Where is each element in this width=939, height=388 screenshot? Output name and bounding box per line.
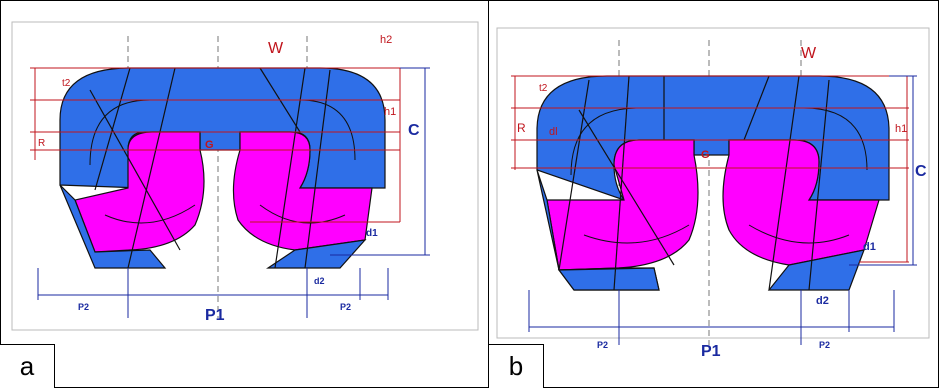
label-P1: P1 bbox=[205, 307, 225, 324]
panel-letter-a: a bbox=[0, 344, 55, 388]
leg-left bbox=[59, 184, 167, 269]
label-G: G bbox=[205, 139, 214, 151]
label-t2: t2 bbox=[539, 83, 548, 94]
label-P2-left: P2 bbox=[597, 340, 608, 350]
panel-b-diagram: W t2 h1 C R dl G d1 d2 P1 P2 P2 bbox=[496, 27, 930, 360]
magenta-lobe-right bbox=[232, 131, 373, 251]
inner-frame bbox=[11, 21, 479, 331]
label-h1: h1 bbox=[895, 123, 907, 135]
label-P2-left: P2 bbox=[78, 302, 89, 312]
label-R: R bbox=[38, 138, 45, 149]
label-h2: h2 bbox=[380, 34, 392, 46]
label-t2: t2 bbox=[62, 78, 71, 89]
label-W: W bbox=[801, 45, 817, 62]
panel-a-diagram: W h2 t2 h1 C R G d1 d2 P1 P2 P2 bbox=[11, 21, 479, 331]
panel-a: W h2 t2 h1 C R G d1 d2 P1 P2 P2 a bbox=[0, 0, 489, 388]
label-P1: P1 bbox=[701, 343, 721, 360]
inner-contour bbox=[748, 224, 850, 244]
label-dl: dl bbox=[549, 126, 558, 138]
u-body bbox=[59, 67, 386, 189]
label-d2: d2 bbox=[816, 295, 829, 307]
label-h1: h1 bbox=[384, 106, 396, 118]
label-R: R bbox=[517, 121, 526, 135]
label-C: C bbox=[408, 122, 420, 139]
blue-dimension-lines bbox=[37, 67, 430, 318]
u-body bbox=[536, 75, 890, 202]
link-segment-lines bbox=[558, 75, 830, 291]
inner-frame bbox=[496, 27, 930, 339]
panel-letter-b: b bbox=[489, 344, 544, 388]
red-dimension-lines bbox=[30, 67, 401, 223]
leg-left-foot bbox=[557, 267, 660, 291]
magenta-lobe-left bbox=[74, 131, 205, 253]
label-C: C bbox=[915, 163, 927, 180]
inner-contour bbox=[583, 224, 690, 244]
red-dimension-lines bbox=[511, 75, 909, 263]
label-W: W bbox=[268, 40, 284, 57]
label-G: G bbox=[701, 149, 710, 161]
blue-dimension-lines bbox=[528, 75, 917, 345]
label-d1: d1 bbox=[863, 241, 876, 253]
panel-b: W t2 h1 C R dl G d1 d2 P1 P2 P2 b bbox=[489, 0, 939, 388]
inner-contour bbox=[104, 204, 196, 224]
leg-right bbox=[266, 239, 367, 269]
label-P2-right: P2 bbox=[819, 340, 830, 350]
label-P2-right: P2 bbox=[340, 302, 351, 312]
label-d2: d2 bbox=[314, 276, 325, 286]
label-d1: d1 bbox=[366, 228, 378, 239]
magenta-lobe-right bbox=[722, 139, 880, 266]
